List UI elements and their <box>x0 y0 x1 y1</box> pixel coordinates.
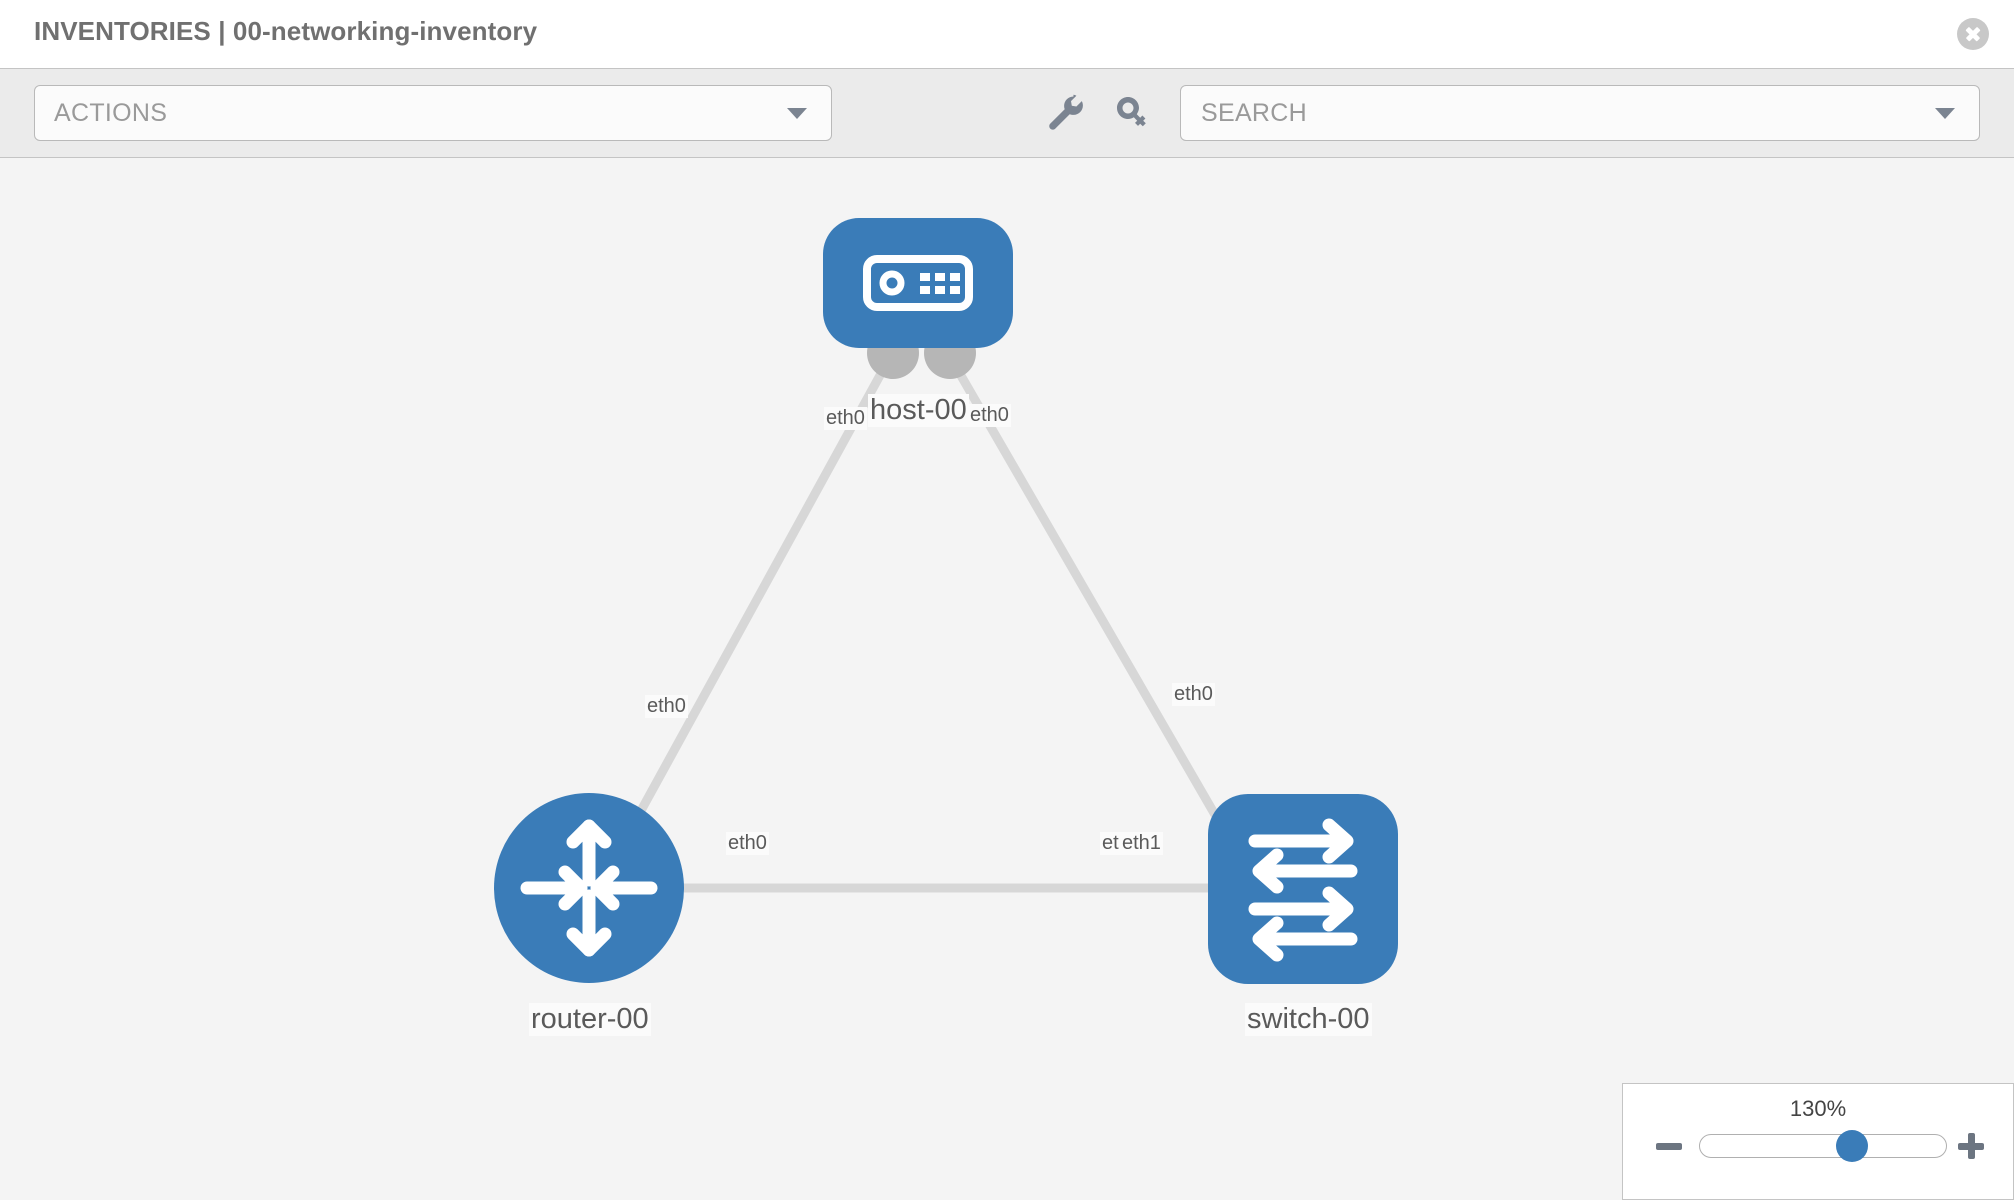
zoom-control-panel: 130% <box>1622 1083 2014 1200</box>
node-label-switch-00: switch-00 <box>1245 1003 1372 1036</box>
link-host-switch <box>941 345 1244 861</box>
page-title: INVENTORIES | 00-networking-inventory <box>34 16 538 46</box>
iface-label-switch-up: eth0 <box>1172 683 1215 706</box>
iface-label-router-right: eth0 <box>726 832 769 855</box>
key-icon[interactable] <box>1111 91 1155 135</box>
zoom-slider-thumb[interactable] <box>1836 1130 1869 1162</box>
switch-icon <box>1248 818 1358 962</box>
iface-label-host-right: eth0 <box>968 404 1011 427</box>
wrench-icon[interactable] <box>1043 91 1087 135</box>
iface-label-router-up: eth0 <box>645 695 688 718</box>
chevron-down-icon <box>787 108 807 119</box>
router-icon <box>520 819 658 957</box>
topology-graph <box>494 218 1398 984</box>
search-placeholder: SEARCH <box>1201 99 1307 127</box>
topology-links <box>611 345 1250 893</box>
close-icon[interactable] <box>1957 18 1989 50</box>
node-switch-00 <box>1208 794 1398 984</box>
topology-canvas[interactable]: host-00 router-00 switch-00 eth0 eth0 et… <box>0 158 2014 1200</box>
node-label-host-00: host-00 <box>868 394 969 427</box>
chevron-down-icon[interactable] <box>1935 108 1955 119</box>
actions-dropdown-label: ACTIONS <box>54 99 168 127</box>
node-host-00 <box>823 218 1013 348</box>
zoom-in-button[interactable] <box>1956 1131 1986 1161</box>
zoom-level-label: 130% <box>1789 1096 1847 1121</box>
iface-label-switch-left: eth1 <box>1120 832 1163 855</box>
zoom-out-button[interactable] <box>1654 1131 1684 1161</box>
node-label-router-00: router-00 <box>529 1003 651 1036</box>
server-icon <box>863 255 973 311</box>
iface-label-host-left: eth0 <box>824 407 867 430</box>
search-input[interactable]: SEARCH <box>1180 85 1980 141</box>
actions-dropdown[interactable]: ACTIONS <box>34 85 832 141</box>
toolbar: ACTIONS SEARCH <box>0 68 2014 158</box>
zoom-slider[interactable] <box>1699 1130 1947 1162</box>
page-header: INVENTORIES | 00-networking-inventory <box>0 0 2014 68</box>
node-router-00 <box>494 793 684 983</box>
link-host-router <box>611 345 899 861</box>
